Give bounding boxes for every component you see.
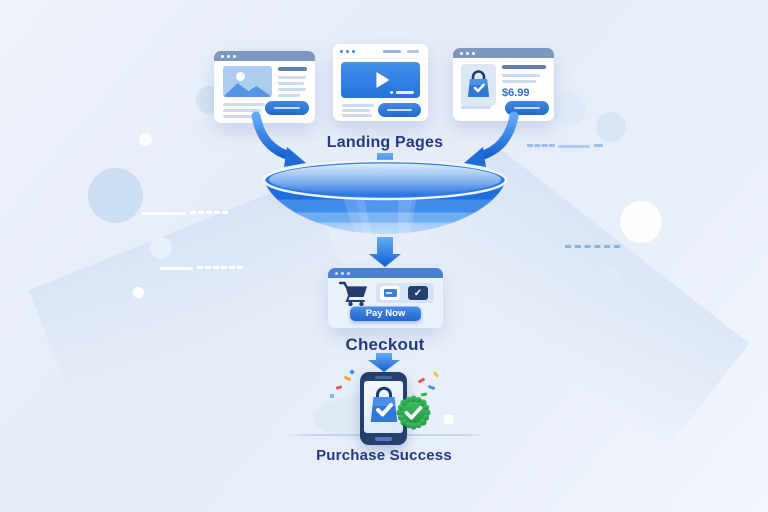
video-player	[341, 62, 420, 98]
confetti-piece	[444, 415, 453, 424]
window-dot-icon	[347, 271, 350, 275]
browser-header	[214, 51, 315, 61]
landing-page-window-image	[214, 51, 315, 123]
landing-page-window-product: $6.99	[453, 48, 554, 121]
landing-pages-label: Landing Pages	[326, 134, 444, 151]
decor-circle	[552, 92, 586, 126]
text-line	[461, 106, 491, 109]
pay-now-button: Pay Now	[350, 306, 421, 321]
verified-badge-icon	[396, 395, 431, 430]
text-line	[223, 109, 261, 112]
text-line	[342, 109, 370, 112]
product-price: $6.99	[502, 87, 530, 99]
window-dot-icon	[340, 49, 343, 53]
product-image-panel	[461, 64, 496, 106]
window-dot-icon	[335, 271, 338, 275]
window-dot-icon	[233, 54, 236, 58]
decor-circle	[150, 237, 172, 259]
decor-line	[197, 266, 243, 269]
decor-line	[558, 145, 590, 148]
image-placeholder	[223, 66, 272, 97]
landing-page-window-video	[333, 44, 428, 121]
cta-button	[265, 101, 309, 115]
browser-header	[333, 44, 428, 59]
decor-circle	[620, 201, 662, 243]
checkout-label: Checkout	[345, 335, 425, 354]
browser-header	[453, 48, 554, 58]
phone-home-button	[375, 437, 392, 441]
decor-circle	[88, 168, 143, 223]
nav-line	[407, 50, 419, 53]
decor-line	[527, 144, 555, 147]
purchase-success-label: Purchase Success	[316, 447, 452, 464]
decor-line	[160, 267, 193, 270]
arrow-down-icon	[369, 237, 401, 267]
funnel	[262, 159, 508, 234]
confetti-piece	[330, 394, 334, 398]
smartphone-icon	[360, 372, 407, 445]
text-line	[278, 94, 300, 97]
curved-arrow-left-icon	[251, 111, 306, 167]
text-line	[278, 88, 306, 91]
window-dot-icon	[341, 271, 344, 275]
window-dot-icon	[221, 54, 224, 58]
progress-bar	[396, 91, 414, 94]
decor-circle	[133, 287, 144, 298]
cart-icon	[339, 281, 367, 307]
text-line	[502, 74, 540, 77]
browser-header	[328, 268, 443, 278]
decor-line	[594, 144, 603, 147]
sun-icon	[235, 72, 245, 82]
text-line	[342, 104, 374, 107]
shopping-bag-icon	[467, 70, 490, 97]
shopping-bag-icon	[370, 386, 398, 422]
checkout-window: ✓ Pay Now	[328, 268, 443, 328]
decor-line	[565, 245, 620, 248]
decor-circle	[139, 133, 152, 146]
text-line	[342, 114, 372, 117]
window-dot-icon	[346, 49, 349, 53]
window-dot-icon	[352, 49, 355, 53]
checkmark-glyph: ✓	[413, 287, 423, 299]
button-label-line	[273, 106, 301, 110]
text-line	[223, 103, 265, 106]
window-dot-icon	[472, 51, 475, 55]
credit-card-icon	[380, 286, 400, 300]
play-icon	[375, 72, 389, 88]
nav-line	[383, 50, 401, 53]
cta-button	[378, 103, 421, 117]
text-line	[502, 80, 536, 83]
progress-dot	[390, 91, 393, 94]
text-line	[278, 82, 304, 85]
cta-button	[505, 101, 549, 115]
window-dot-icon	[466, 51, 469, 55]
decor-line	[190, 211, 228, 214]
decor-circle	[596, 112, 626, 142]
check-icon: ✓	[408, 286, 428, 300]
phone-speaker	[375, 375, 392, 379]
curved-arrow-right-icon	[464, 111, 519, 167]
arrow-down-icon	[368, 353, 400, 372]
decor-circle	[596, 268, 622, 294]
button-label-line	[386, 108, 413, 112]
text-line	[223, 115, 253, 118]
text-line	[502, 65, 546, 69]
window-dot-icon	[227, 54, 230, 58]
text-line	[278, 76, 306, 79]
decor-line	[142, 212, 186, 215]
text-line	[278, 67, 307, 71]
button-label-line	[513, 106, 541, 110]
video-progress	[390, 91, 414, 94]
window-dot-icon	[460, 51, 463, 55]
